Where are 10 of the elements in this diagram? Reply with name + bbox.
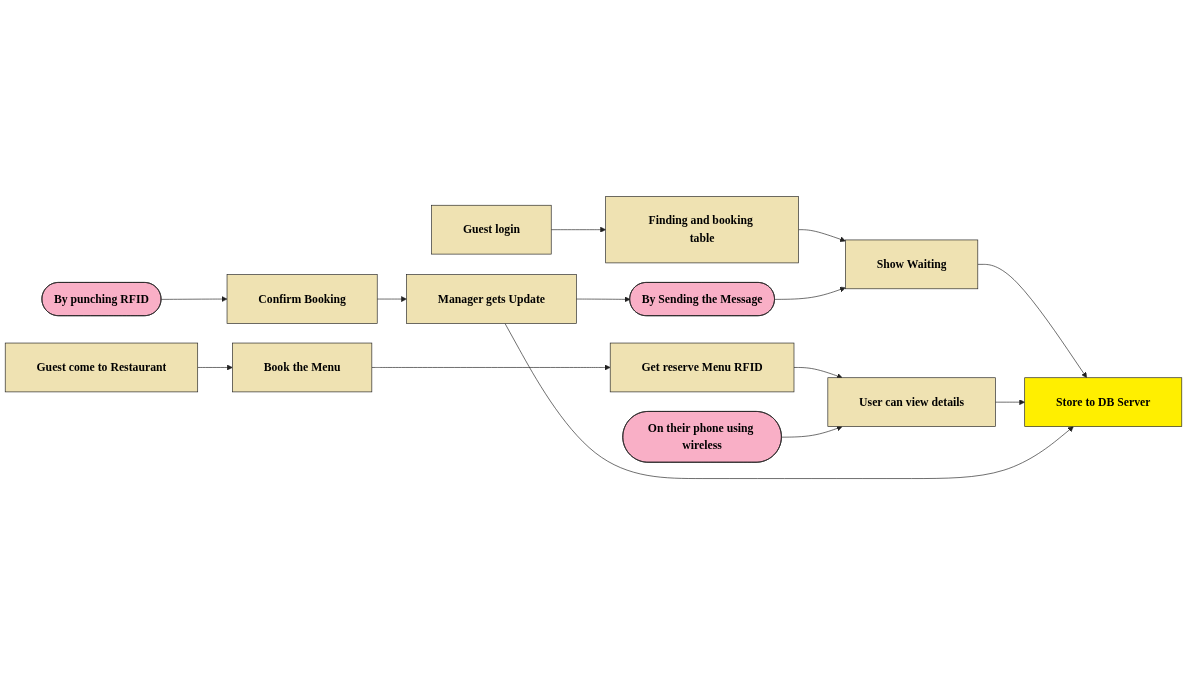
node-box: Confirm Booking [226, 274, 378, 324]
node-box: Guest come to Restaurant [4, 342, 199, 393]
node-box: Store to DB Server [1024, 377, 1183, 427]
node-box: User can view details [827, 377, 996, 427]
node-box: Get reserve Menu RFID [609, 342, 795, 393]
node-box: Guest login [431, 204, 552, 255]
node-box: Manager gets Update [406, 274, 577, 324]
node-box: Show Waiting [845, 239, 979, 290]
node-box: Book the Menu [232, 342, 373, 393]
node-box: Finding and booking table [605, 196, 799, 264]
